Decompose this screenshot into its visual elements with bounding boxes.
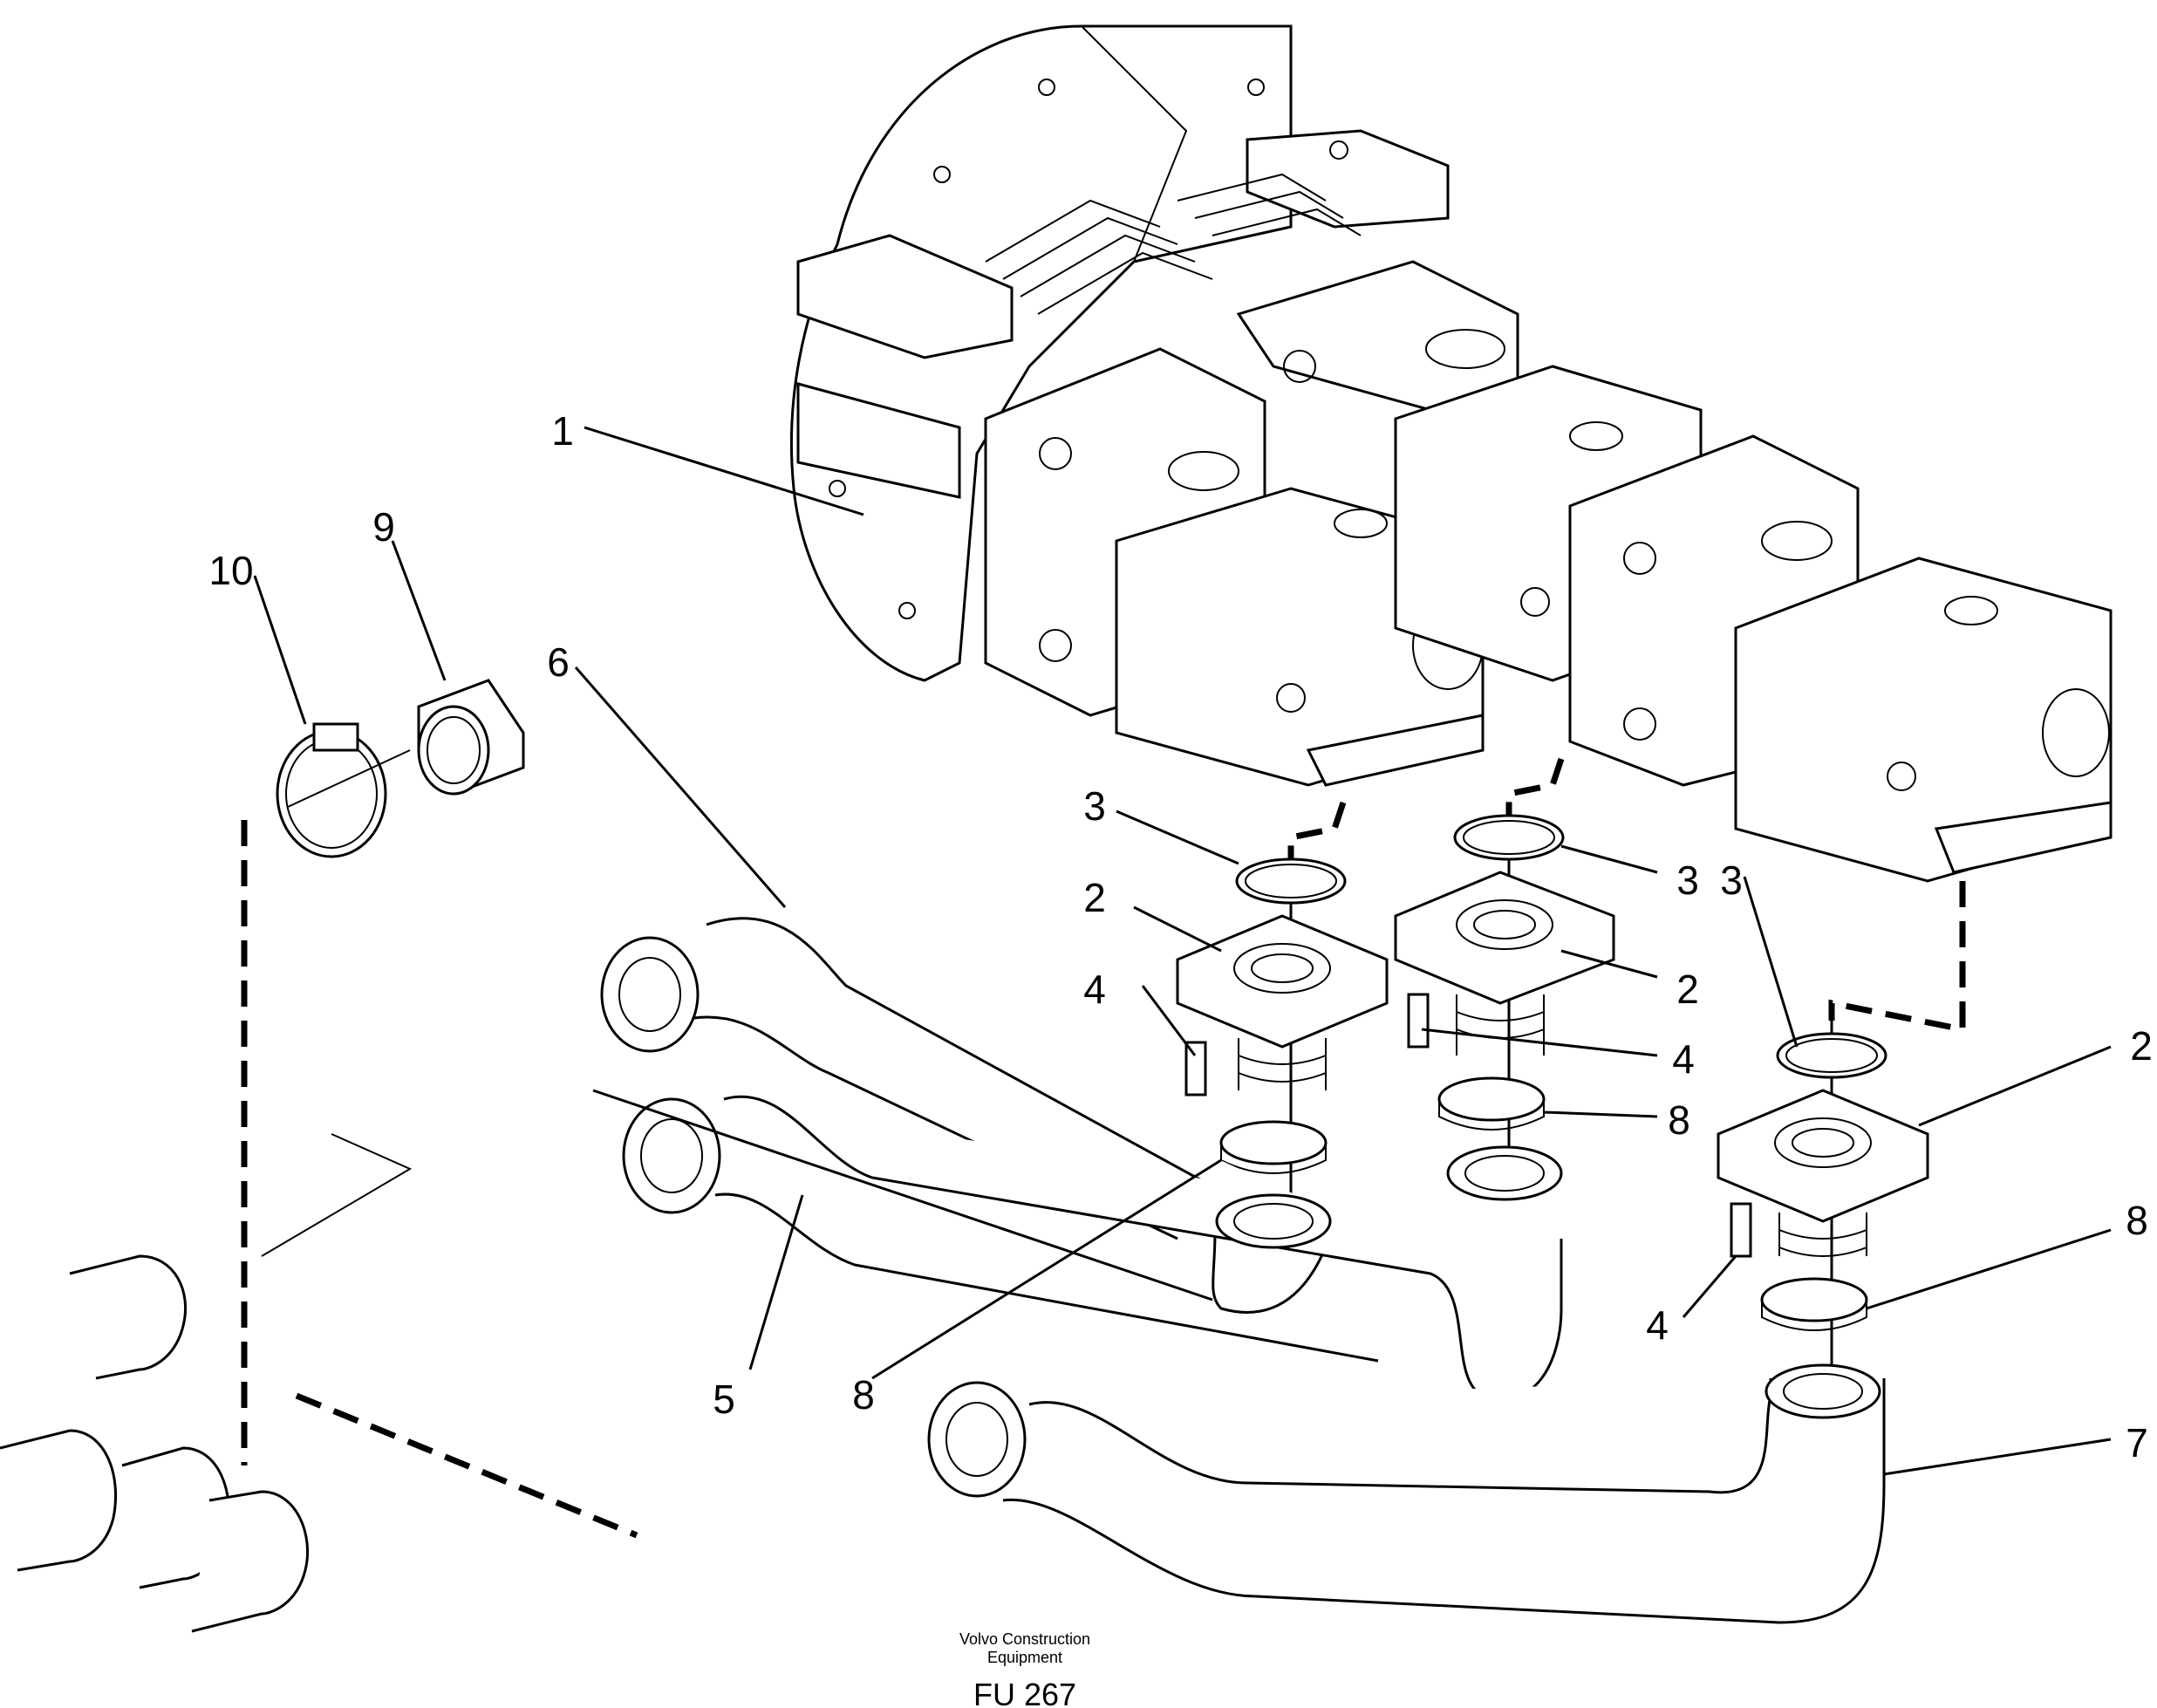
bolt-hole bbox=[1247, 79, 1265, 96]
housing-rib bbox=[1081, 25, 1188, 263]
flanges bbox=[1176, 871, 1929, 1257]
hose-clamp bbox=[1219, 1120, 1328, 1165]
o-rings bbox=[1235, 814, 1887, 1079]
flange bbox=[1394, 871, 1615, 1056]
callout-9: 9 bbox=[372, 504, 395, 550]
screw bbox=[1184, 1041, 1207, 1097]
caption-line-1: Volvo Construction bbox=[959, 1630, 1090, 1648]
screw bbox=[1730, 1202, 1752, 1258]
bolt-hole bbox=[898, 602, 916, 619]
callout-7: 7 bbox=[2126, 1420, 2148, 1465]
callout-8: 8 bbox=[1668, 1097, 1690, 1143]
hose-clamp bbox=[1760, 1277, 1868, 1322]
o-ring bbox=[1453, 814, 1565, 861]
bolt-hole bbox=[933, 166, 951, 183]
flange bbox=[1176, 914, 1389, 1090]
callout-5: 5 bbox=[713, 1377, 735, 1422]
callout-4: 4 bbox=[1672, 1036, 1695, 1082]
hose-clamps bbox=[1219, 1076, 1868, 1331]
caption-line-2: Equipment bbox=[987, 1649, 1062, 1666]
hose-5 bbox=[714, 1095, 1563, 1401]
callout-3: 3 bbox=[1083, 783, 1106, 829]
suction-pipes bbox=[0, 1133, 413, 1633]
o-ring bbox=[1235, 857, 1347, 905]
callout-8: 8 bbox=[852, 1372, 875, 1418]
sleeve-9 bbox=[417, 679, 525, 796]
hose-6 bbox=[679, 917, 1336, 1314]
figure-code: FU 267 bbox=[973, 1677, 1076, 1708]
hoses bbox=[600, 917, 1886, 1624]
pump-assembly bbox=[789, 24, 2113, 883]
callout-4: 4 bbox=[1083, 967, 1106, 1012]
flywheel-housing bbox=[789, 24, 1293, 682]
callout-8: 8 bbox=[2126, 1198, 2148, 1243]
bolt-hole bbox=[829, 480, 846, 497]
pump-body-left bbox=[984, 347, 1485, 787]
callout-4: 4 bbox=[1646, 1302, 1669, 1348]
callout-2: 2 bbox=[1676, 967, 1699, 1012]
callout-2: 2 bbox=[1083, 875, 1106, 920]
top-block bbox=[1246, 129, 1450, 229]
port-hole bbox=[1329, 140, 1348, 160]
hose-7 bbox=[1002, 1378, 1886, 1624]
caption: Volvo Construction Equipment FU 267 bbox=[959, 1630, 1090, 1708]
clamp-10 bbox=[276, 722, 411, 858]
leader-lines bbox=[253, 426, 2112, 1476]
callout-1: 1 bbox=[551, 408, 574, 454]
callout-2: 2 bbox=[2130, 1023, 2153, 1069]
screws bbox=[1184, 993, 1752, 1258]
callout-3: 3 bbox=[1676, 857, 1699, 903]
callout-3: 3 bbox=[1720, 857, 1743, 903]
hose-clamp bbox=[1437, 1076, 1546, 1122]
callouts: 1 2 2 2 3 3 3 4 4 4 5 6 7 8 8 8 9 10 bbox=[208, 408, 2152, 1465]
flange bbox=[1717, 1089, 1929, 1257]
cooling-fins bbox=[985, 173, 1362, 315]
mounting-bracket-lower bbox=[796, 382, 961, 499]
screw bbox=[1407, 993, 1430, 1049]
callout-10: 10 bbox=[208, 548, 253, 593]
bolt-hole bbox=[1038, 79, 1055, 96]
pump-body-right bbox=[1568, 434, 2113, 883]
mounting-bracket bbox=[796, 234, 1014, 359]
callout-6: 6 bbox=[547, 639, 570, 685]
o-ring bbox=[1776, 1032, 1887, 1079]
